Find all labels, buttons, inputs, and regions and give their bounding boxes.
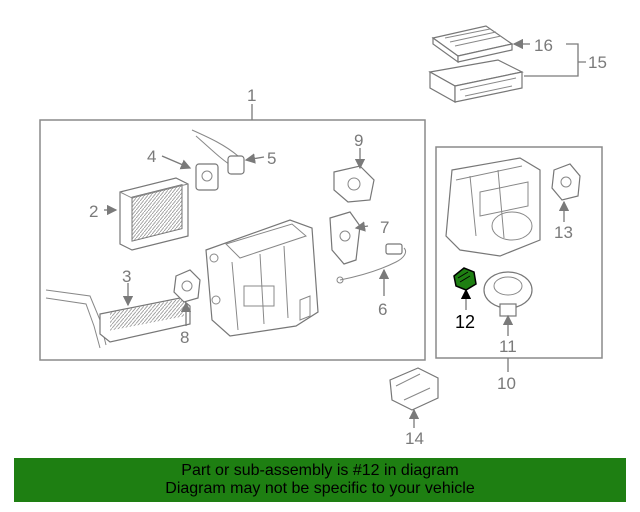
callout-15: 15: [588, 53, 607, 72]
callout-8: 8: [180, 328, 189, 347]
callout-5: 5: [267, 149, 276, 168]
banner-line-2: Diagram may not be specific to your vehi…: [165, 480, 475, 497]
callout-4: 4: [147, 147, 156, 166]
part-6-sensor: [336, 243, 407, 284]
callout-12: 12: [455, 312, 475, 332]
part-13-servo: [551, 163, 581, 201]
part-16-filter: [431, 25, 514, 64]
callout-2: 2: [89, 202, 98, 221]
part-9-servo: [333, 165, 375, 203]
heater-case: [205, 219, 319, 337]
part-11-blower-motor: [483, 271, 533, 317]
part-7-servo: [329, 211, 361, 265]
callout-16: 16: [534, 36, 553, 55]
part-12-resistor-highlighted: [453, 267, 477, 291]
part-4-expansion-valve: [195, 163, 219, 191]
part-14-module: [389, 367, 439, 411]
part-3-heater-core: [45, 289, 191, 349]
callout-6: 6: [378, 300, 387, 319]
callout-3: 3: [122, 267, 131, 286]
assembly-box-1: [39, 119, 426, 361]
callout-9: 9: [354, 131, 363, 150]
assembly-box-10: [435, 146, 603, 359]
blower-case: [445, 157, 541, 257]
callout-7: 7: [380, 218, 389, 237]
part-2-evaporator: [119, 177, 189, 251]
callout-10: 10: [497, 374, 516, 393]
parts-diagram: 1 2 3 4 5 6 7 8 9 10 11 12 13 14 15 16: [39, 25, 607, 448]
part-8-servo: [173, 269, 201, 303]
info-banner: Part or sub-assembly is #12 in diagram D…: [14, 458, 626, 502]
callout-11: 11: [499, 337, 517, 356]
callout-14: 14: [405, 429, 424, 448]
part-5-tubes: [191, 129, 245, 175]
callout-13: 13: [554, 223, 573, 242]
part-15-filter-case: [428, 59, 524, 104]
banner-line-1: Part or sub-assembly is #12 in diagram: [181, 462, 459, 479]
callout-1: 1: [247, 86, 256, 105]
